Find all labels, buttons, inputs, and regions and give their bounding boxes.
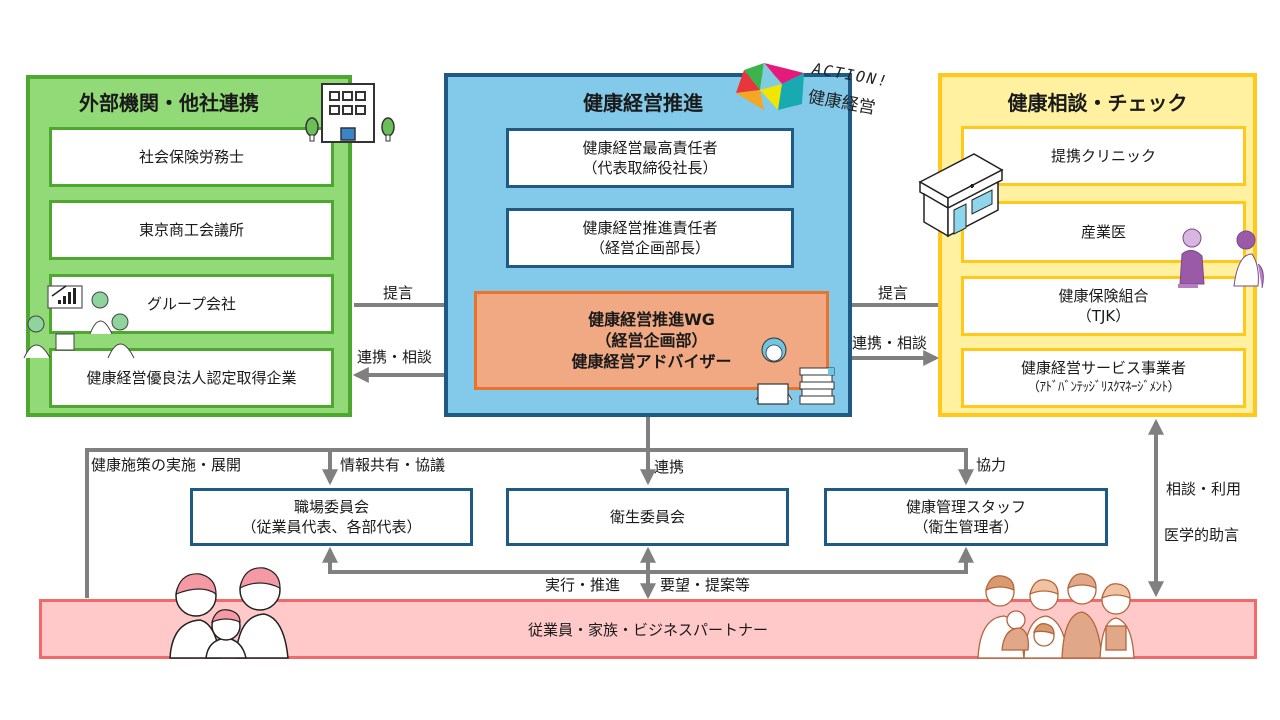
office-building-icon bbox=[305, 83, 395, 143]
promotion-panel: 健康経営推進 健康経営最高責任者 （代表取締役社長） 健康経営推進責任者 （経営… bbox=[444, 73, 852, 417]
cxo-title: 健康経営最高責任者 bbox=[582, 139, 718, 157]
consult-item-insurance-label: 健康保険組合 bbox=[1058, 287, 1149, 305]
collaboration-label: 協力 bbox=[976, 456, 1007, 474]
wg-advisor: 健康経営アドバイザー bbox=[571, 352, 732, 371]
clinic-building-icon bbox=[918, 153, 1004, 238]
workplace-committee-title: 職場委員会 bbox=[293, 498, 369, 516]
family-left-illustration bbox=[169, 567, 289, 659]
manager-box[interactable]: 健康経営推進責任者 （経営企画部長） bbox=[506, 208, 794, 268]
external-panel: 外部機関・他社連携 社会保険労務士 東京商工会議所 グループ会社 健康経営優良法… bbox=[26, 75, 352, 417]
health-staff-title: 健康管理スタッフ bbox=[905, 498, 1026, 516]
consult-item-service[interactable]: 健康経営サービス事業者 （ｱﾄﾞﾊﾞﾝﾃｯｼﾞﾘｽｸﾏﾈｰｼﾞﾒﾝﾄ） bbox=[961, 348, 1246, 408]
info-sharing-label: 情報共有・協議 bbox=[340, 456, 446, 474]
external-item-sharoushi[interactable]: 社会保険労務士 bbox=[49, 127, 334, 187]
consult-item-service-sub: （ｱﾄﾞﾊﾞﾝﾃｯｼﾞﾘｽｸﾏﾈｰｼﾞﾒﾝﾄ） bbox=[1026, 380, 1181, 395]
action-logo-subtext: 健康経営 bbox=[806, 87, 877, 119]
workplace-committee-sub: （従業員代表、各部代表） bbox=[241, 518, 422, 536]
execution-label: 実行・推進 bbox=[545, 576, 621, 594]
action-health-logo: ACTION! 健康経営 bbox=[734, 58, 904, 138]
medical-advice-label: 医学的助言 bbox=[1164, 526, 1240, 544]
consult-item-doctor-label: 産業医 bbox=[1080, 223, 1126, 241]
wg-title: 健康経営推進WG bbox=[588, 310, 715, 329]
cxo-box[interactable]: 健康経営最高責任者 （代表取締役社長） bbox=[506, 128, 794, 188]
consult-item-insurance[interactable]: 健康保険組合 （TJK） bbox=[961, 276, 1246, 336]
external-panel-title: 外部機関・他社連携 bbox=[79, 91, 259, 115]
promotion-panel-title: 健康経営推進 bbox=[583, 91, 703, 115]
wg-dept: （経営企画部） bbox=[595, 331, 708, 350]
consult-use-label: 相談・利用 bbox=[1166, 480, 1242, 498]
ext-cooperation-label: 連携・相談 bbox=[357, 348, 433, 366]
consult-item-service-label: 健康経営サービス事業者 bbox=[1020, 359, 1186, 377]
workplace-committee-box[interactable]: 職場委員会 （従業員代表、各部代表） bbox=[190, 488, 473, 546]
health-staff-box[interactable]: 健康管理スタッフ （衛生管理者） bbox=[824, 488, 1108, 546]
employees-label: 従業員・家族・ビジネスパートナー bbox=[527, 620, 768, 639]
consult-item-clinic-label: 提携クリニック bbox=[1050, 147, 1156, 165]
external-item-chamber[interactable]: 東京商工会議所 bbox=[49, 200, 334, 260]
consult-proposal-label: 提言 bbox=[878, 284, 909, 302]
implementation-label: 健康施策の実施・展開 bbox=[91, 456, 242, 474]
cxo-role: （代表取締役社長） bbox=[582, 159, 718, 177]
consult-panel-title: 健康相談・チェック bbox=[1007, 91, 1188, 115]
consult-panel: 健康相談・チェック 提携クリニック 産業医 健康保険組合 （TJK） 健康経営サ… bbox=[938, 73, 1257, 417]
linkage-label: 連携 bbox=[654, 458, 685, 476]
wg-box[interactable]: 健康経営推進WG （経営企画部） 健康経営アドバイザー bbox=[474, 291, 829, 390]
external-item-certified[interactable]: 健康経営優良法人認定取得企業 bbox=[49, 348, 334, 408]
consult-item-clinic[interactable]: 提携クリニック bbox=[961, 126, 1246, 186]
action-logo-mark-icon bbox=[736, 63, 804, 110]
manager-role: （経営企画部長） bbox=[589, 239, 710, 257]
meeting-people-illustration bbox=[23, 285, 135, 359]
health-staff-sub: （衛生管理者） bbox=[913, 518, 1019, 536]
advisor-at-laptop-illustration bbox=[755, 337, 835, 405]
health-committee-box[interactable]: 衛生委員会 bbox=[506, 488, 789, 546]
doctor-consultation-illustration bbox=[1178, 228, 1264, 289]
consult-cooperation-label: 連携・相談 bbox=[852, 334, 928, 352]
family-right-illustration bbox=[977, 573, 1135, 659]
distribution-line bbox=[85, 448, 974, 598]
ext-proposal-label: 提言 bbox=[383, 284, 414, 302]
consult-item-insurance-sub: （TJK） bbox=[1076, 307, 1131, 325]
manager-title: 健康経営推進責任者 bbox=[582, 219, 718, 237]
requests-label: 要望・提案等 bbox=[660, 576, 751, 594]
health-committee-title: 衛生委員会 bbox=[609, 508, 685, 526]
